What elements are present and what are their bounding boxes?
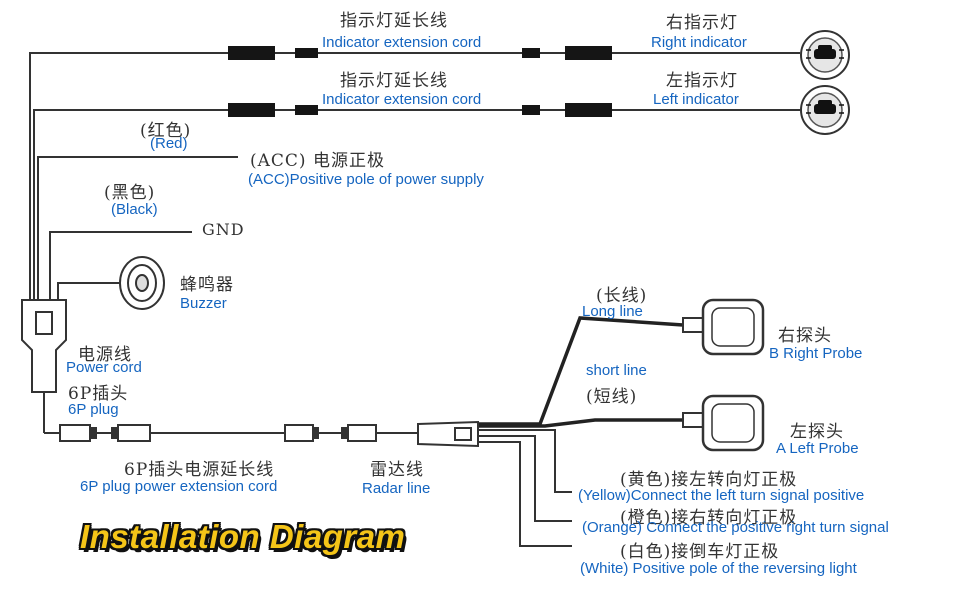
plug-ext-zh: 6P插头电源延长线 [124,460,275,480]
left-indicator-en: Left indicator [653,91,739,108]
ext-cord-top-en: Indicator extension cord [322,34,482,51]
installation-diagram-title: Installation Diagram [80,518,406,555]
radar-zh: 雷达线 [370,460,424,480]
orange-en: (Orange) Connect the positive right turn… [582,519,889,536]
red-en: (Red) [150,135,188,152]
long-line-zh: (长线) [596,286,648,306]
acc-wire [37,156,238,300]
long-probe-wire [478,316,684,426]
left-indicator-lamp [800,85,850,135]
6p-plug-ext-left [117,424,151,442]
left-probe-zh: 左探头 [790,422,844,442]
black-zh: (黑色) [104,183,156,203]
right-probe-en: B Right Probe [769,345,863,362]
left-indicator-zh: 左指示灯 [666,71,738,91]
left-probe [682,394,765,452]
radar-plug [347,424,377,442]
short-line-zh: (短线) [586,387,638,407]
short-probe-wire [478,418,683,428]
right-indicator-lamp [800,30,850,80]
gnd-label: GND [202,220,245,239]
yellow-zh: (黄色)接左转向灯正极 [620,470,798,490]
plug-ext-en: 6P plug power extension cord [80,478,278,495]
buzzer [119,256,165,310]
power-cord-box [21,299,67,393]
gnd-wire [49,231,192,300]
right-probe [682,298,765,356]
white-zh: (白色)接倒车灯正极 [620,542,780,562]
short-line-en: short line [586,362,647,379]
yellow-en: (Yellow)Connect the left turn signal pos… [578,487,865,504]
ext-cord-mid-en: Indicator extension cord [322,91,482,108]
buzzer-wire [57,282,125,300]
radar-en: Radar line [362,480,431,497]
right-indicator-en: Right indicator [651,34,747,51]
red-zh: (红色) [140,121,192,141]
black-en: (Black) [111,201,158,218]
indicator-wire-left [33,109,228,300]
acc-en: (ACC)Positive pole of power supply [248,171,484,188]
indicator-wire-top [29,52,228,300]
right-indicator-zh: 右指示灯 [666,13,738,33]
power-cord-en: Power cord [66,359,142,376]
white-en: (White) Positive pole of the reversing l… [580,560,857,577]
6p-plug [59,424,91,442]
ext-cord-top-zh: 指示灯延长线 [340,11,448,31]
acc-zh: (ACC) 电源正极 [250,151,385,171]
plug-6p-zh: 6P插头 [68,384,129,404]
right-probe-zh: 右探头 [778,326,832,346]
power-cord-zh: 电源线 [78,345,132,365]
plug-6p-en: 6P plug [68,401,119,418]
orange-zh: (橙色)接右转向灯正极 [620,508,798,528]
left-probe-en: A Left Probe [776,440,859,457]
ext-cord-mid-zh: 指示灯延长线 [340,71,448,91]
buzzer-zh: 蜂鸣器 [180,275,234,295]
long-line-en: Long line [582,303,643,320]
6p-plug-ext-right [284,424,314,442]
buzzer-en: Buzzer [180,295,227,312]
